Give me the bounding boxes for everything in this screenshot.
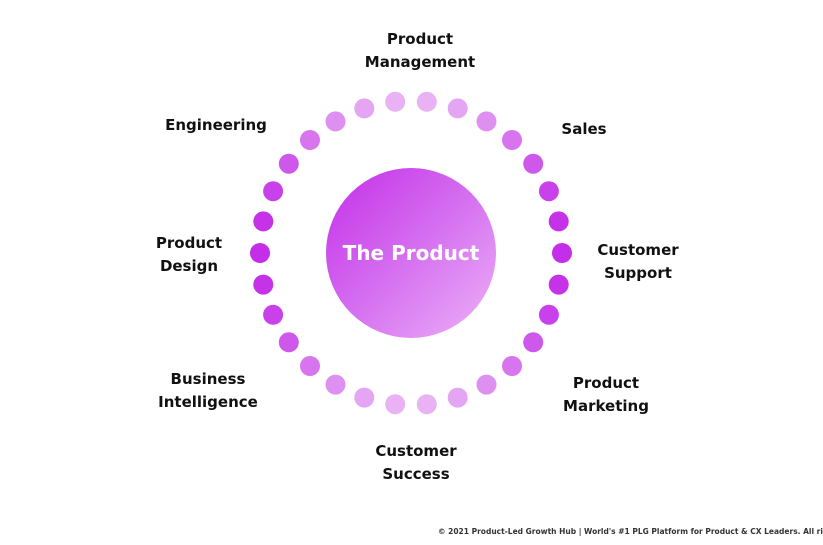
- label-customer-success: Customer Success: [336, 440, 496, 486]
- label-customer-support: Customer Support: [558, 239, 718, 285]
- ring-dot: [278, 332, 299, 353]
- footer-copyright: © 2021 Product-Led Growth Hub | World's …: [438, 527, 823, 536]
- ring-dot: [253, 211, 274, 232]
- center-label: The Product: [342, 241, 480, 265]
- ring-dot: [354, 98, 375, 119]
- label-line: Support: [604, 264, 672, 282]
- label-line: Customer: [375, 442, 457, 460]
- ring-dot: [476, 111, 497, 132]
- ring-dot: [300, 356, 320, 376]
- ring-dot: [325, 374, 346, 395]
- ring-dot: [447, 98, 468, 119]
- ring-dot: [278, 153, 299, 174]
- ring-dot: [325, 111, 346, 132]
- ring-dot: [253, 274, 274, 295]
- ring-dot: [300, 130, 320, 150]
- label-line: Success: [382, 465, 450, 483]
- label-product-management: Product Management: [340, 28, 500, 74]
- ring-dot: [548, 211, 569, 232]
- ring-dot: [250, 243, 270, 263]
- label-line: Product: [155, 234, 223, 252]
- center-circle: The Product: [326, 168, 496, 338]
- ring-dot: [476, 374, 497, 395]
- ring-dot: [263, 181, 284, 202]
- ring-dot: [548, 274, 569, 295]
- label-line: Customer: [597, 241, 679, 259]
- label-engineering: Engineering: [136, 114, 296, 137]
- label-line: Design: [159, 257, 219, 275]
- label-line: Product: [386, 30, 454, 48]
- ring-dot: [416, 91, 437, 112]
- ring-dot: [502, 130, 522, 150]
- ring-dot: [552, 243, 572, 263]
- ring-dot: [523, 153, 544, 174]
- ring-dot: [385, 91, 406, 112]
- label-line: Business: [170, 370, 246, 388]
- label-line: Product: [572, 374, 640, 392]
- label-product-marketing: Product Marketing: [526, 372, 686, 418]
- ring-dot: [538, 181, 559, 202]
- label-line: Management: [364, 53, 476, 71]
- label-line: Marketing: [563, 397, 649, 415]
- label-line: Engineering: [165, 116, 267, 134]
- ring-dot: [502, 356, 522, 376]
- ring-dot: [354, 387, 375, 408]
- ring-dot: [447, 387, 468, 408]
- label-line: Sales: [561, 120, 607, 138]
- label-sales: Sales: [504, 118, 664, 141]
- ring-dot: [538, 304, 559, 325]
- label-product-design: Product Design: [109, 232, 269, 278]
- ring-dot: [263, 304, 284, 325]
- ring-dot: [416, 394, 437, 415]
- ring-dot: [523, 332, 544, 353]
- label-business-intelligence: Business Intelligence: [128, 368, 288, 414]
- ring-dot: [385, 394, 406, 415]
- label-line: Intelligence: [158, 393, 258, 411]
